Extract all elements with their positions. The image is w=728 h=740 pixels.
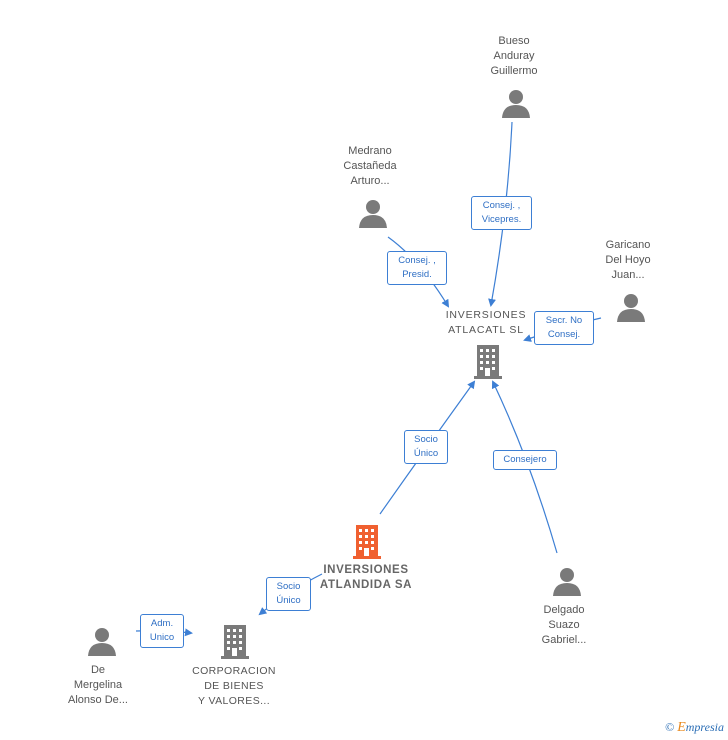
brand-logo-text: mpresia (685, 720, 724, 734)
node-label-line: INVERSIONES (323, 564, 409, 576)
edge-label-bueso-atlacatl[interactable]: Consej. , Vicepres. (471, 196, 532, 230)
building-icon-corporacion[interactable] (219, 624, 251, 660)
node-label-atlacatl[interactable]: INVERSIONES ATLACATL SL (430, 308, 542, 338)
edge-label-delgado-atlacatl[interactable]: Consejero (493, 450, 557, 470)
node-label-line: Castañeda (343, 160, 397, 172)
node-label-line: CORPORACION (192, 665, 276, 677)
node-label-line: Garicano (605, 239, 651, 251)
copyright-brand: © Empresia (665, 720, 724, 736)
node-label-line: Delgado (543, 604, 585, 616)
node-label-line: ATLANDIDA SA (319, 579, 413, 591)
brand-logo-e: E (677, 720, 686, 735)
node-label-line: INVERSIONES (445, 309, 527, 321)
node-label-line: Del Hoyo (605, 254, 651, 266)
node-label-line: Medrano (348, 145, 392, 157)
edge-label-line: Secr. No (545, 315, 583, 326)
edge-label-atlandida-atlacatl[interactable]: Socio Único (404, 430, 448, 464)
node-label-line: Alonso De... (68, 694, 128, 706)
edge-label-line: Unico (149, 632, 175, 643)
edge-label-line: Presid. (402, 269, 432, 280)
edge-label-line: Socio (414, 434, 438, 445)
node-label-line: Bueso (498, 35, 530, 47)
node-label-delgado[interactable]: Delgado Suazo Gabriel... (516, 603, 612, 648)
person-icon-garicano[interactable] (616, 292, 646, 322)
node-label-line: Suazo (548, 619, 580, 631)
edge-label-line: Consej. , (398, 255, 436, 266)
node-label-line: Juan... (611, 269, 645, 281)
edge-label-line: Adm. (150, 618, 174, 629)
node-label-line: Y VALORES... (197, 695, 271, 707)
edge-label-line: Único (413, 448, 439, 459)
edge-label-garicano-atlacatl[interactable]: Secr. No Consej. (534, 311, 594, 345)
building-icon-atlacatl[interactable] (472, 344, 504, 380)
node-label-line: Mergelina (73, 679, 123, 691)
node-label-mergelina[interactable]: De Mergelina Alonso De... (50, 663, 146, 708)
node-label-garicano[interactable]: Garicano Del Hoyo Juan... (580, 238, 676, 283)
node-label-line: De (90, 664, 106, 676)
edge-label-line: Consej. , (482, 200, 521, 211)
edge-label-line: Socio (276, 581, 301, 592)
node-label-atlandida[interactable]: INVERSIONES ATLANDIDA SA (306, 563, 426, 593)
copyright-icon: © (665, 720, 675, 734)
node-label-line: Guillermo (490, 65, 538, 77)
person-icon-bueso[interactable] (501, 88, 531, 118)
node-label-line: ATLACATL SL (448, 324, 524, 336)
node-label-line: Gabriel... (541, 634, 587, 646)
edge-label-line: Consejero (503, 454, 547, 465)
node-label-line: Arturo... (350, 175, 390, 187)
building-icon-atlandida[interactable] (351, 524, 383, 560)
edge-label-line: Consej. (547, 329, 581, 340)
edge-label-medrano-atlacatl[interactable]: Consej. , Presid. (387, 251, 447, 285)
edge-label-atlandida-corporacion[interactable]: Socio Único (266, 577, 311, 611)
node-label-medrano[interactable]: Medrano Castañeda Arturo... (322, 144, 418, 189)
person-icon-mergelina[interactable] (87, 626, 117, 656)
edge-label-line: Vicepres. (481, 214, 522, 225)
node-label-corporacion[interactable]: CORPORACION DE BIENES Y VALORES... (176, 664, 292, 709)
node-label-line: Anduray (493, 50, 535, 62)
node-label-bueso[interactable]: Bueso Anduray Guillermo (466, 34, 562, 79)
node-label-line: DE BIENES (204, 680, 264, 692)
person-icon-delgado[interactable] (552, 566, 582, 596)
person-icon-medrano[interactable] (358, 198, 388, 228)
edge-label-mergelina-corporacion[interactable]: Adm. Unico (140, 614, 184, 648)
edge-label-line: Único (276, 595, 301, 606)
